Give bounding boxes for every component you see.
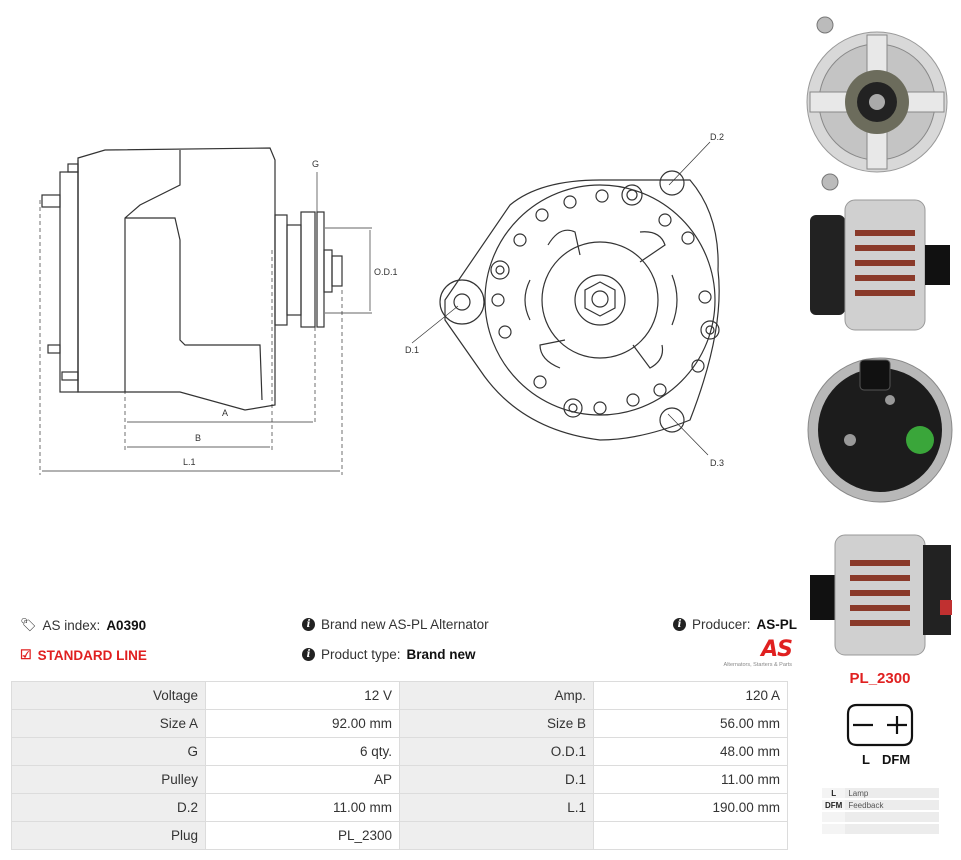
label-b: B [195,433,201,443]
alternator-side2-photo [810,534,952,656]
product-type-label: Product type: [321,647,401,662]
plug-title: PL_2300 [849,670,911,687]
alternator-front-photo [806,16,948,191]
label-d2: D.2 [710,132,724,142]
spec-key: D.2 [11,793,206,822]
legend-row [822,824,939,834]
info-icon: i [302,618,315,631]
product-line: ☑ STANDARD LINE [20,647,147,663]
label-d1: D.1 [405,345,419,355]
info-icon: i [302,648,315,661]
spec-value: 92.00 mm [205,709,400,738]
legend-code: L [822,788,846,798]
spec-value: 11.00 mm [593,765,788,794]
product-photos [805,0,961,860]
legend-code: DFM [822,800,846,810]
spec-value: 120 A [593,681,788,710]
label-d3: D.3 [710,458,724,468]
label-l1: L.1 [183,457,196,467]
spec-key: G [11,737,206,766]
check-square-icon: ☑ [20,647,32,662]
product-description: i Brand new AS-PL Alternator [302,617,489,632]
as-pl-logo: AS Alternators, Starters & Parts [712,637,793,673]
legend-code [822,824,846,834]
legend-code [822,812,846,822]
spec-key: Size A [11,709,206,738]
tag-icon: 🏷︎ [20,617,37,632]
line-label: STANDARD LINE [37,647,147,663]
spec-key: D.1 [399,765,594,794]
label-a: A [222,408,228,418]
producer: i Producer: AS-PL [673,617,797,632]
spec-value: 6 qty. [205,737,400,766]
spec-key: Pulley [11,765,206,794]
alternator-side-photo [810,199,950,331]
product-type-value: Brand new [406,647,476,662]
spec-key: Voltage [11,681,206,710]
as-index-label: AS index: [42,617,101,633]
legend-desc: Lamp [845,788,939,798]
plug-diagram [846,703,914,747]
spec-key: Amp. [399,681,594,710]
spec-value: AP [205,765,400,794]
legend-desc: Feedback [845,800,939,810]
label-od1: O.D.1 [374,267,398,277]
plug-pin-l: L [862,752,870,767]
alternator-rear-photo [807,357,953,503]
spec-key: Size B [399,709,594,738]
logo-tagline: Alternators, Starters & Parts [723,662,792,668]
spec-value: 11.00 mm [205,793,400,822]
producer-label: Producer: [692,617,751,632]
spec-value: 56.00 mm [593,709,788,738]
producer-value: AS-PL [756,617,798,632]
technical-drawing: G O.D.1 A B L.1 D.1 D.2 D.3 [39,132,724,475]
description-text: Brand new AS-PL Alternator [321,617,489,632]
product-type: i Product type: Brand new [302,647,476,662]
legend-desc [845,812,939,822]
spec-key [399,821,594,850]
spec-value: PL_2300 [205,821,400,850]
spec-value [593,821,788,850]
logo-mark: AS [761,637,793,662]
info-icon: i [673,618,686,631]
spec-value: 48.00 mm [593,737,788,766]
plug-pin-dfm: DFM [882,752,911,767]
spec-key: O.D.1 [399,737,594,766]
legend-desc [845,824,939,834]
as-index-value: A0390 [106,617,147,633]
legend-row [822,812,939,822]
spec-value: 12 V [205,681,400,710]
as-index: 🏷︎ AS index: A0390 [20,617,146,633]
spec-value: 190.00 mm [593,793,788,822]
spec-key: Plug [11,821,206,850]
label-g: G [312,159,319,169]
spec-key: L.1 [399,793,594,822]
